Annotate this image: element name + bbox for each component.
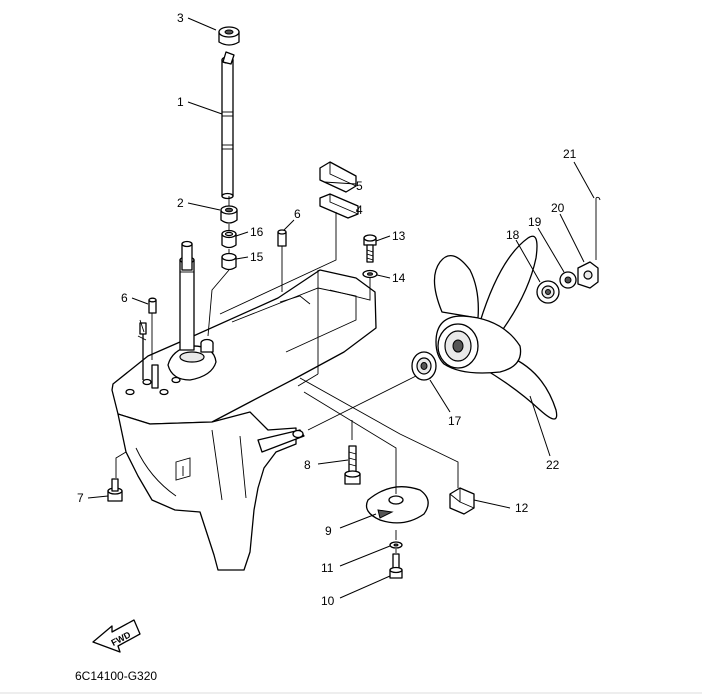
collar-part-2 xyxy=(220,205,238,224)
callout-17: 17 xyxy=(448,414,462,428)
forward-direction-arrow: FWD xyxy=(92,619,141,653)
bolt-part-7 xyxy=(107,478,123,502)
dowel-pin-part-6-left xyxy=(148,297,157,314)
callout-11: 11 xyxy=(321,561,334,575)
anode-part-12 xyxy=(449,487,475,515)
drive-shaft-part-1 xyxy=(221,51,235,200)
callout-13: 13 xyxy=(392,229,406,243)
bolt-part-13 xyxy=(363,234,377,263)
seal-part-4 xyxy=(319,193,359,219)
spacer-part-18 xyxy=(536,280,560,304)
callout-labels: 3 1 2 16 15 6 6 5 4 13 14 21 20 19 18 17… xyxy=(77,11,577,608)
callout-19: 19 xyxy=(528,215,542,229)
bolt-part-10 xyxy=(389,553,403,579)
callout-4: 4 xyxy=(356,203,363,217)
callout-3: 3 xyxy=(177,11,184,25)
callout-18: 18 xyxy=(506,228,520,242)
callout-22: 22 xyxy=(546,458,560,472)
washer-part-19 xyxy=(559,271,577,289)
bushing-part-16 xyxy=(221,229,237,249)
callout-15: 15 xyxy=(250,250,264,264)
callout-8: 8 xyxy=(304,458,311,472)
callout-6-upper: 6 xyxy=(294,207,301,221)
propeller-part-22 xyxy=(433,235,558,420)
callout-10: 10 xyxy=(321,594,335,608)
bushing-part-3 xyxy=(218,26,240,46)
seal-part-5 xyxy=(319,161,357,193)
lower-case-housing xyxy=(111,240,377,571)
thrust-washer-part-17 xyxy=(411,351,437,381)
callout-5: 5 xyxy=(356,179,363,193)
callout-9: 9 xyxy=(325,524,332,538)
washer-part-14 xyxy=(362,269,378,279)
callout-14: 14 xyxy=(392,271,406,285)
callout-16: 16 xyxy=(250,225,264,239)
washer-part-11 xyxy=(389,541,403,549)
callout-6-left: 6 xyxy=(121,291,128,305)
nut-part-20 xyxy=(577,261,599,289)
callout-21: 21 xyxy=(563,147,577,161)
cotter-pin-part-21 xyxy=(595,196,601,214)
drawing-code: 6C14100-G320 xyxy=(75,669,157,683)
seal-part-15 xyxy=(221,252,237,271)
trim-tab-part-9 xyxy=(365,486,429,524)
callout-leaders xyxy=(87,17,595,599)
callout-7: 7 xyxy=(77,491,84,505)
callout-20: 20 xyxy=(551,201,565,215)
assembly-alignment-lines xyxy=(115,196,597,553)
callout-12: 12 xyxy=(515,501,529,515)
bolt-part-8 xyxy=(344,445,361,485)
callout-1: 1 xyxy=(177,95,184,109)
callout-2: 2 xyxy=(177,196,184,210)
dowel-pin-part-6-upper xyxy=(277,229,287,247)
